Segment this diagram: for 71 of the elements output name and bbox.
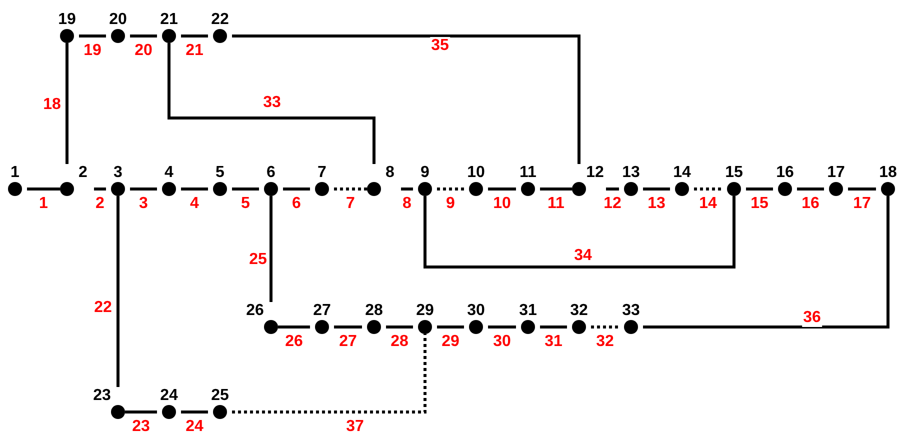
- line: [424, 196, 736, 268]
- line: [334, 326, 362, 328]
- line: [643, 196, 890, 328]
- bus-number: 25: [210, 387, 230, 405]
- bus-number: 14: [672, 164, 692, 182]
- bus-number: 10: [466, 164, 486, 182]
- line: [79, 34, 106, 38]
- line: [401, 188, 413, 190]
- line: [488, 326, 516, 328]
- open-line: [437, 188, 464, 190]
- open-line: [694, 188, 722, 190]
- line: [125, 410, 157, 414]
- bus-number: 18: [878, 164, 898, 182]
- line: [168, 43, 376, 164]
- bus-number: 27: [312, 302, 332, 320]
- bus-number: 30: [466, 302, 486, 320]
- bus-number: 9: [420, 164, 430, 182]
- line: [797, 188, 824, 190]
- bus-number: 29: [415, 302, 435, 320]
- bus-number: 23: [92, 387, 112, 405]
- bus-number: 26: [245, 302, 265, 320]
- line: [181, 34, 208, 38]
- bus-number: 1: [10, 164, 20, 182]
- bus-number: 11: [518, 164, 538, 182]
- bus-number: 32: [569, 302, 589, 320]
- bus-number: 15: [724, 164, 744, 182]
- bus-number: 31: [518, 302, 538, 320]
- open-line: [232, 334, 426, 414]
- line: [232, 34, 580, 164]
- bus-number: 33: [621, 302, 641, 320]
- line: [232, 188, 259, 190]
- line: [181, 188, 208, 190]
- open-line: [591, 326, 619, 328]
- line: [270, 196, 272, 302]
- line: [278, 326, 310, 328]
- bus-number: 20: [108, 11, 128, 29]
- line: [437, 326, 464, 328]
- bus-number: 13: [621, 164, 641, 182]
- line: [283, 188, 310, 190]
- bus-number: 17: [826, 164, 846, 182]
- line: [386, 326, 413, 328]
- line: [540, 326, 567, 328]
- bus-number: 4: [164, 164, 174, 182]
- line: [130, 188, 157, 190]
- line: [116, 196, 120, 387]
- bus-number: 6: [266, 164, 276, 182]
- line: [94, 188, 106, 190]
- line: [643, 188, 670, 190]
- bus-number: 2: [78, 164, 88, 182]
- bus-number: 3: [112, 164, 124, 182]
- line: [848, 188, 876, 190]
- bus-number: 7: [316, 164, 328, 182]
- bus-number: 8: [384, 164, 396, 182]
- edge-label: 36: [802, 309, 822, 327]
- line: [27, 188, 60, 190]
- line: [66, 43, 68, 164]
- bus-number: 28: [364, 302, 384, 320]
- line: [606, 188, 619, 190]
- bus-number: 19: [57, 11, 77, 29]
- open-line: [334, 188, 367, 190]
- line: [540, 188, 572, 190]
- bus-number: 22: [210, 11, 230, 29]
- line: [181, 410, 208, 414]
- bus-number: 24: [159, 387, 179, 405]
- line: [746, 188, 773, 190]
- bus-number: 16: [775, 164, 795, 182]
- bus-number: 12: [585, 164, 605, 182]
- line: [130, 34, 157, 38]
- bus-number: 21: [159, 11, 179, 29]
- bus-number: 5: [214, 164, 226, 182]
- line: [488, 188, 516, 190]
